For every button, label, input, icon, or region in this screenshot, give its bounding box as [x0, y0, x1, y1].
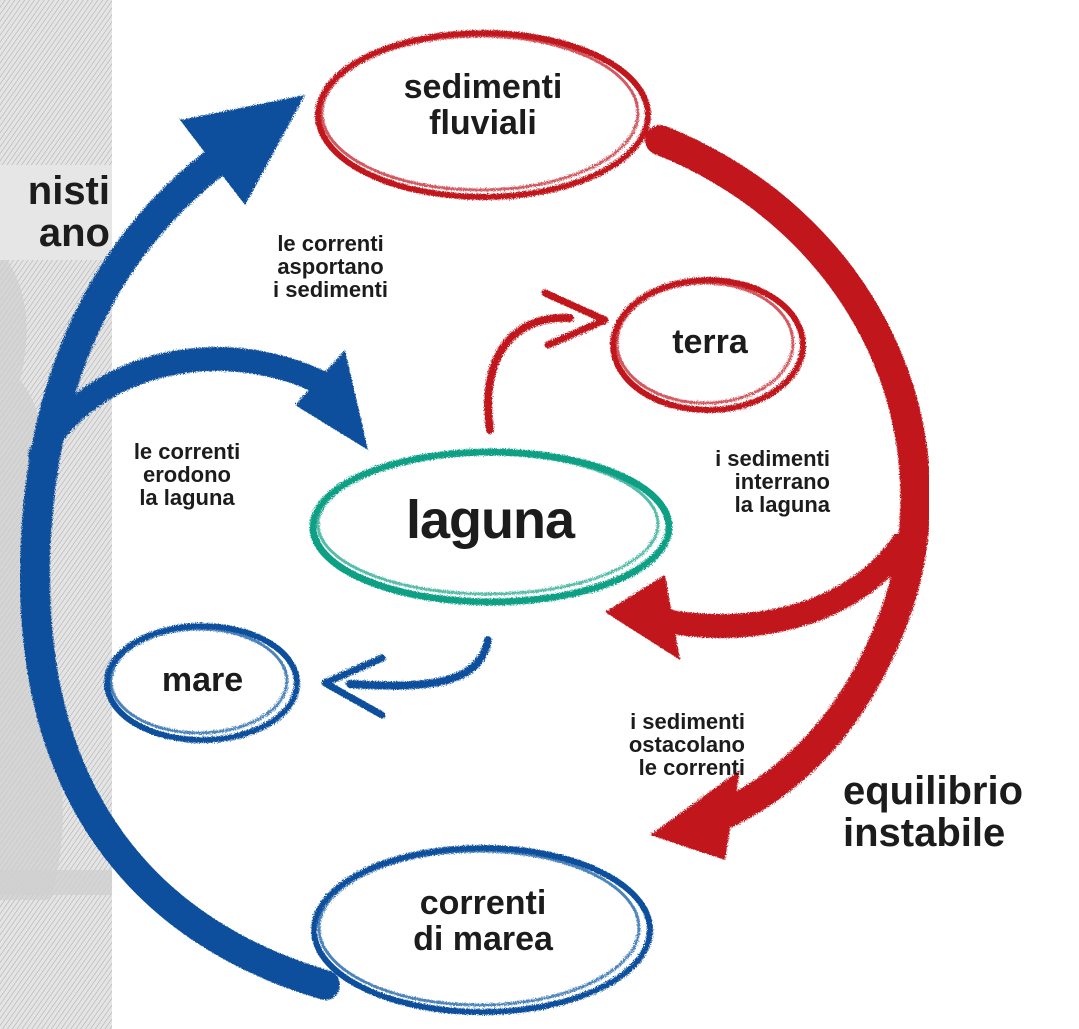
ellipse-sedimenti-fluviali: [315, 30, 651, 200]
blue-arc-tide-to-river: [19, 95, 340, 1000]
red-arrow-laguna-to-terra: [484, 289, 609, 434]
node-sedimenti-fluviali: sedimenti fluviali: [403, 68, 563, 142]
background-side-text: nisti ano: [27, 169, 110, 255]
ellipse-laguna: [309, 448, 673, 606]
annotation-sedimenti-ostacolano: i sedimenti ostacolano le correnti: [628, 709, 745, 781]
annotation-equilibrio-instabile: equilibrio instabile: [843, 769, 1023, 855]
node-mare: mare: [161, 661, 244, 699]
ellipse-terra: [610, 277, 806, 413]
blue-arc-to-laguna: [28, 347, 368, 467]
background-engraving: [0, 0, 112, 1029]
ellipse-mare: [104, 623, 300, 743]
annotation-sedimenti-interrano: i sedimenti interrano la laguna: [715, 446, 830, 518]
red-arc-to-laguna: [605, 528, 917, 660]
node-terra: terra: [672, 323, 748, 361]
node-laguna: laguna: [405, 490, 575, 550]
annotation-correnti-asportano: le correnti asportano i sedimenti: [273, 231, 388, 303]
blue-arrow-laguna-to-mare: [321, 636, 492, 719]
node-correnti-di-marea: correnti di marea: [413, 884, 553, 958]
annotation-correnti-erodono: le correnti erodono la laguna: [133, 439, 241, 511]
ellipse-correnti-di-marea: [311, 845, 653, 1015]
